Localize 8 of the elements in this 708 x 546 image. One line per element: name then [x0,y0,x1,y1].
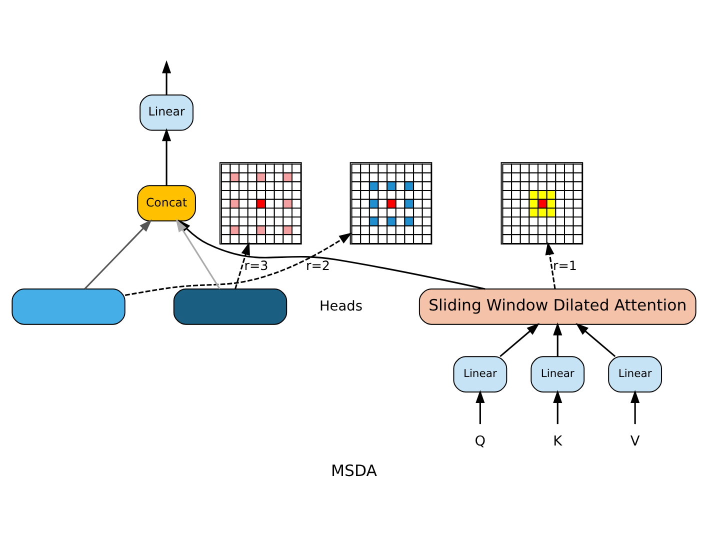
node-text: Q [474,433,486,450]
edge-label: r=2 [306,258,330,274]
edge-label: r=3 [244,258,268,274]
node-text: V [630,433,640,450]
label: Heads [319,298,363,314]
node-text: K [553,433,562,450]
edge-label: r=1 [552,258,577,274]
caption: MSDA [331,460,377,480]
